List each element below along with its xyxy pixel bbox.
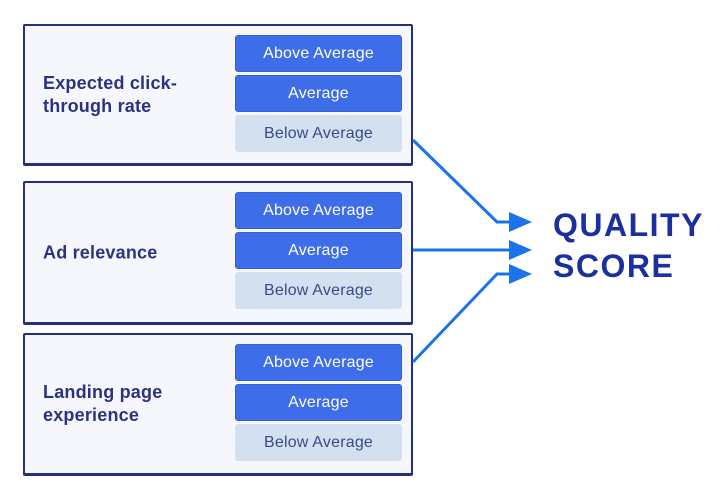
rating-above-average-button[interactable]: Above Average xyxy=(235,35,402,72)
arrow-ad-relevance-icon xyxy=(413,240,532,260)
rating-below-average-button[interactable]: Below Average xyxy=(235,272,402,309)
rating-above-average-button[interactable]: Above Average xyxy=(235,344,402,381)
rating-below-average-button[interactable]: Below Average xyxy=(235,115,402,152)
rating-below-average-button[interactable]: Below Average xyxy=(235,424,402,461)
factor-label-landing-page: Landing page experience xyxy=(43,382,163,425)
factor-box-landing-page: Landing page experience Above Average Av… xyxy=(23,333,413,476)
rating-average-button[interactable]: Average xyxy=(235,232,402,269)
quality-score-line1: QUALITY xyxy=(553,207,704,243)
rating-options-landing-page: Above Average Average Below Average xyxy=(235,344,402,461)
factor-label-expected-ctr: Expected click-through rate xyxy=(43,72,178,116)
rating-average-button[interactable]: Average xyxy=(235,384,402,421)
factor-box-ad-relevance: Ad relevance Above Average Average Below… xyxy=(23,181,413,325)
factor-box-expected-ctr: Expected click-through rate Above Averag… xyxy=(23,24,413,166)
arrow-landing-page-icon xyxy=(411,264,532,364)
rating-above-average-button[interactable]: Above Average xyxy=(235,192,402,229)
rating-options-ad-relevance: Above Average Average Below Average xyxy=(235,192,402,309)
factor-label-ad-relevance: Ad relevance xyxy=(43,242,158,262)
quality-score-title: QUALITY SCORE xyxy=(553,205,704,287)
rating-average-button[interactable]: Average xyxy=(235,75,402,112)
rating-options-expected-ctr: Above Average Average Below Average xyxy=(235,35,402,152)
quality-score-line2: SCORE xyxy=(553,248,675,284)
arrow-expected-ctr-icon xyxy=(411,138,532,232)
